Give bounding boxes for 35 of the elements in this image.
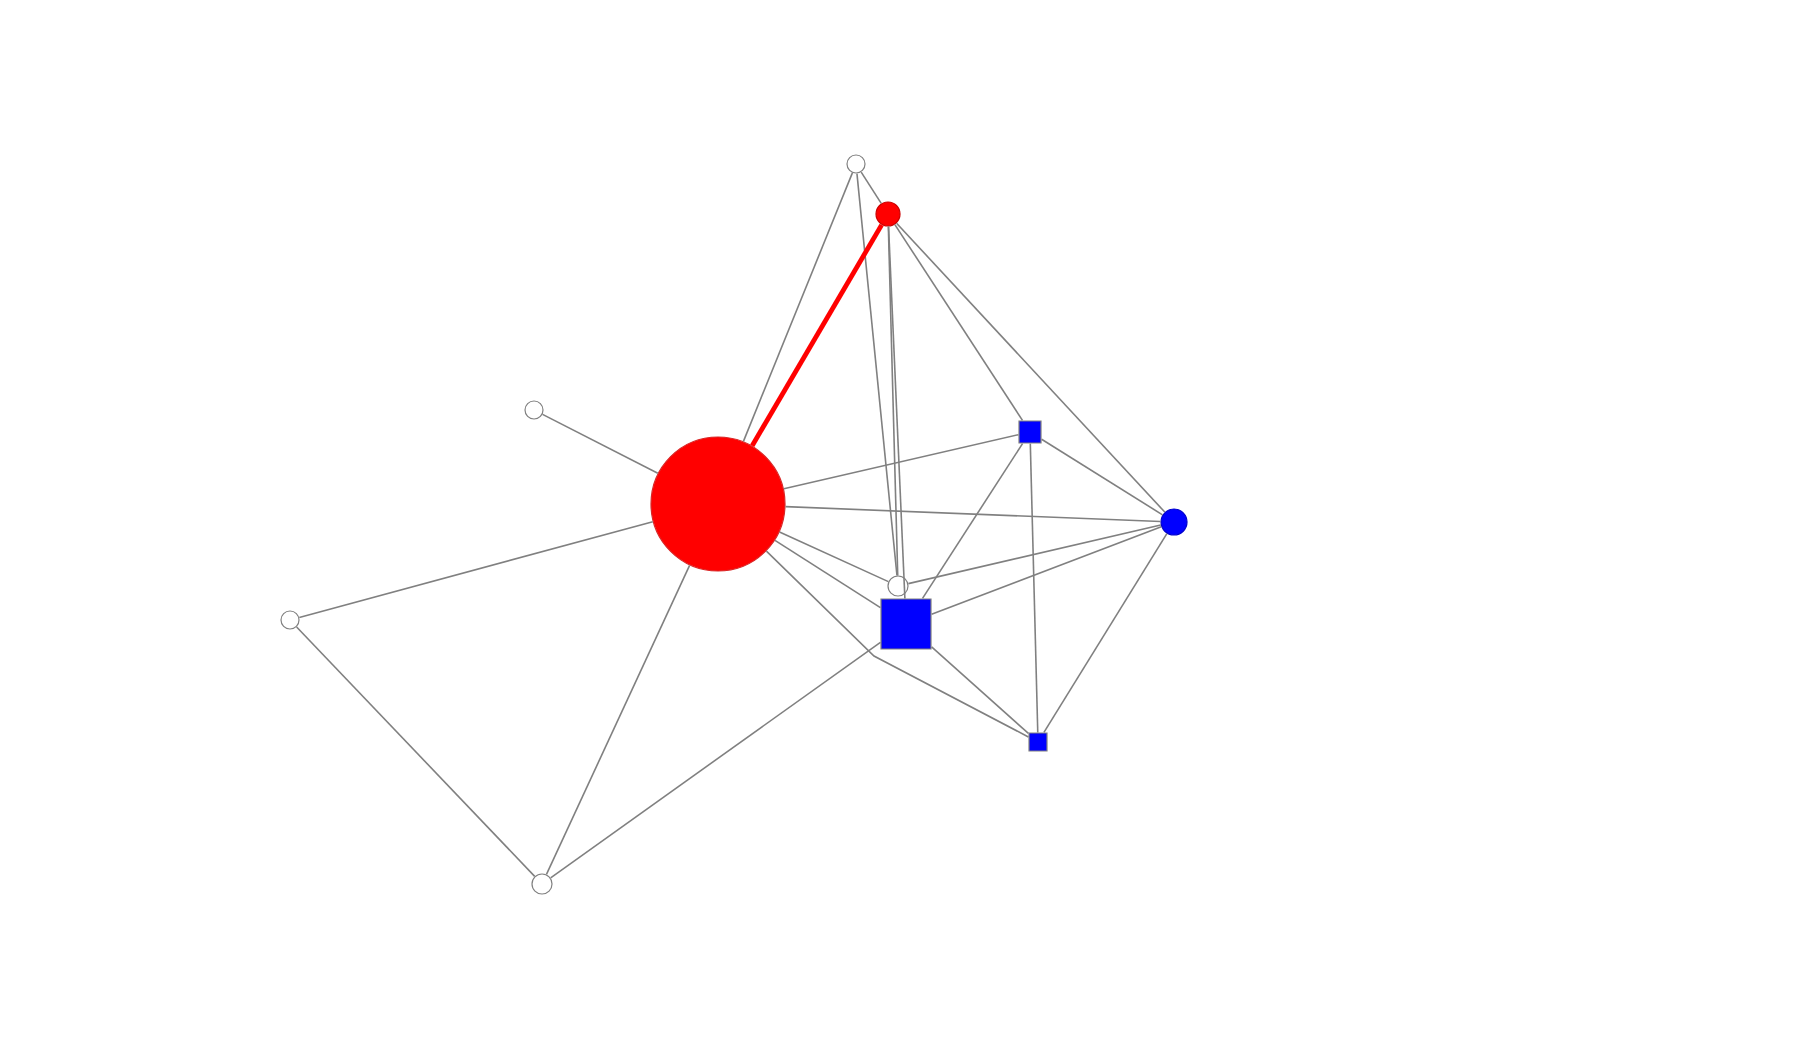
circle-node [524,400,544,420]
link-line [856,172,898,577]
link-line [765,550,1030,738]
link-line [295,626,536,878]
link-line [778,531,890,583]
link-line [742,172,854,443]
link-line [930,526,1163,616]
circle-node [887,575,909,597]
link-line [784,505,1162,523]
link-line [895,222,1166,513]
link-line [887,225,906,600]
link-line [1029,442,1039,734]
circle-node [280,610,300,630]
square-node [880,598,932,650]
circle-node [1160,508,1188,536]
link-line [750,223,884,447]
link-line [541,413,659,475]
link-line [860,171,882,205]
link-line [545,564,691,876]
link-line [549,641,882,879]
circle-node [531,873,553,895]
link-line [1043,532,1168,734]
square-node [1018,420,1042,444]
circle-node [875,201,901,227]
circle-node [846,154,866,174]
link-line [907,524,1162,585]
link-line [930,646,1030,735]
link-line [1040,438,1164,516]
link-line [774,539,882,609]
square-node [1028,732,1048,752]
link-line [894,223,1024,422]
link-line [298,520,654,619]
link-line [921,442,1024,600]
link-line [783,433,1020,490]
circle-node [650,436,786,572]
